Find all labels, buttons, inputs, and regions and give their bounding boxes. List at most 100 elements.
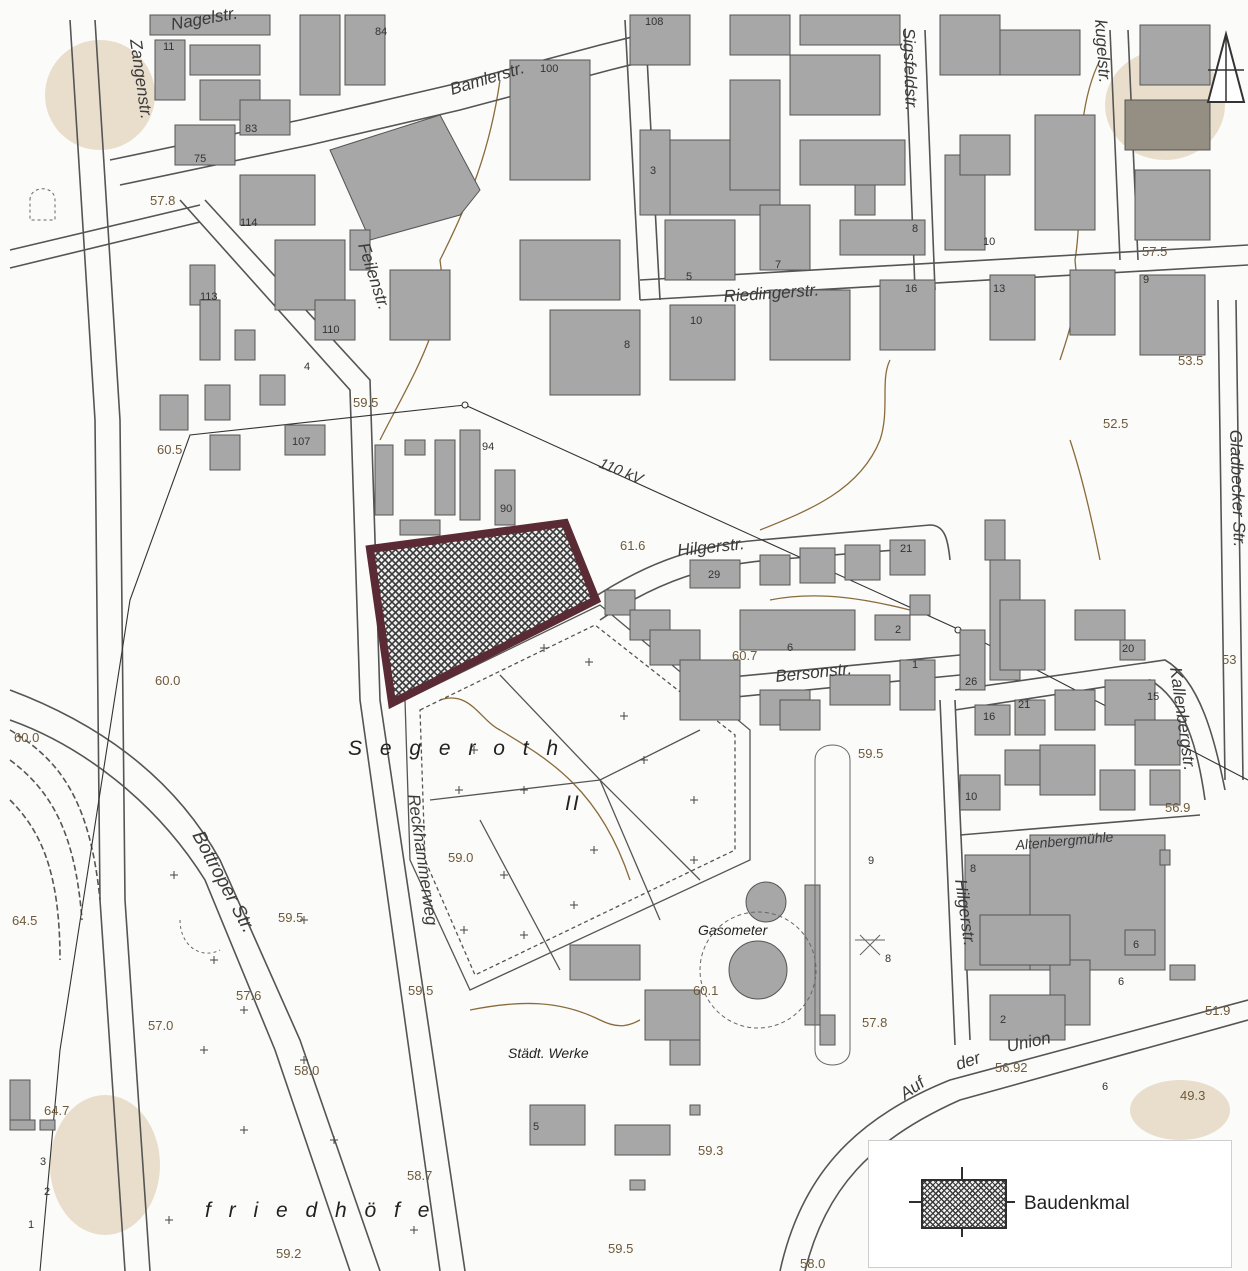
house-number: 9 [868,855,874,867]
hatch-swatch-icon [921,1179,1007,1229]
house-number: 108 [645,16,663,28]
house-number: 2 [1000,1014,1006,1026]
elevation-label: 52.5 [1103,416,1128,431]
house-number: 5 [533,1121,539,1133]
legend: Baudenkmal [868,1140,1232,1268]
house-number: 2 [44,1186,50,1198]
elevation-label: 53 [1222,652,1236,667]
elevation-label: 59.5 [408,983,433,998]
house-number: 2 [895,624,901,636]
house-number: 11 [163,41,174,53]
elevation-label: 57.6 [236,988,261,1003]
elevation-label: 60.0 [14,730,39,745]
house-number: 90 [500,503,512,515]
house-number: 21 [1018,699,1030,711]
legend-label: Baudenkmal [1024,1193,1130,1214]
house-number: 9 [1143,274,1149,286]
house-number: 16 [905,283,917,295]
elevation-label: 59.0 [448,850,473,865]
elevation-label: 51.9 [1205,1003,1230,1018]
elevation-label: 59.2 [276,1246,301,1261]
elevation-label: 58.7 [407,1168,432,1183]
house-number: 7 [775,259,781,271]
house-number: 15 [1147,691,1159,703]
house-number: 26 [965,676,977,688]
house-number: 8 [970,863,976,875]
house-number: 3 [650,165,656,177]
area-label-friedhoefe: f r i e d h ö f e [205,1199,435,1222]
house-number: 6 [1102,1081,1108,1093]
house-number: 83 [245,123,257,135]
elevation-label: 57.8 [150,193,175,208]
elevation-label: 60.5 [157,442,182,457]
elevation-label: 59.5 [608,1241,633,1256]
elevation-label: 60.0 [155,673,180,688]
elevation-label: 64.7 [44,1103,69,1118]
elevation-label: 59.5 [278,910,303,925]
elevation-label: 59.5 [858,746,883,761]
elevation-labels: 57.8 57.5 53.5 52.5 59.5 60.5 61.6 60.7 … [12,193,1236,1271]
buildings [9,14,1211,1191]
legend-tick [961,1167,963,1179]
house-number: 4 [304,361,310,373]
cemetery-plots [404,604,751,991]
house-number: 8 [624,339,630,351]
house-number: 21 [900,543,912,555]
house-number: 114 [240,217,258,229]
north-arrow-icon [1206,30,1246,103]
house-number: 110 [322,324,340,336]
street-label-sigsfeld: Sigsfeldstr. [899,27,921,111]
elevation-label: 49.3 [1180,1088,1205,1103]
elevation-label: 64.5 [12,913,37,928]
house-number: 100 [540,63,558,75]
house-number: 94 [482,441,494,453]
house-number: 5 [686,271,692,283]
street-label-kugel: kugelstr. [1091,19,1114,84]
house-number: 13 [993,283,1005,295]
elevation-label: 59.3 [698,1143,723,1158]
elevation-label: 60.7 [732,648,757,663]
contour-lines [379,59,1101,1027]
house-number: 20 [1122,643,1134,655]
house-number: 1 [912,659,918,671]
elevation-label: 58.0 [294,1063,319,1078]
grave-markers [165,644,698,1234]
legend-tick [961,1225,963,1237]
elevation-label: 61.6 [620,538,645,553]
elevation-label: 56.9 [1165,800,1190,815]
elevation-label: 60.1 [693,983,718,998]
area-label-segeroth-suffix: II [565,792,581,815]
elevation-label: 58.0 [800,1256,825,1271]
house-number: 8 [885,953,891,965]
house-number: 6 [1133,939,1139,951]
house-number: 3 [40,1156,46,1168]
roads [9,19,1248,1271]
place-label-gasometer: Gasometer [698,922,769,938]
paths [29,188,885,1066]
house-number: 8 [912,223,918,235]
gasometer-tanks [699,881,817,1029]
house-number: 107 [292,436,310,448]
house-number: 10 [690,315,702,327]
place-label-werke: Städt. Werke [508,1045,589,1061]
house-number: 16 [983,711,995,723]
house-number: 113 [200,291,218,303]
elevation-label: 59.5 [353,395,378,410]
street-label-gladbecker: Gladbecker Str. [1226,429,1248,547]
house-number: 84 [375,26,387,38]
area-label-segeroth: S e g e r o t h [348,737,564,760]
house-number-labels: 11 83 75 100 108 3 5 7 8 10 9 13 16 10 8… [28,16,1159,1231]
house-number: 10 [983,236,995,248]
elevation-label: 57.0 [148,1018,173,1033]
house-number: 6 [1118,976,1124,988]
house-number: 10 [965,791,977,803]
elevation-label: 53.5 [1178,353,1203,368]
elevation-label: 57.8 [862,1015,887,1030]
house-number: 1 [28,1219,34,1231]
elevation-label: 57.5 [1142,244,1167,259]
elevation-label: 56.92 [995,1060,1028,1075]
area-labels: S e g e r o t h II f r i e d h ö f e Gas… [205,737,769,1222]
monument-area [365,518,602,710]
legend-tick [909,1201,921,1203]
